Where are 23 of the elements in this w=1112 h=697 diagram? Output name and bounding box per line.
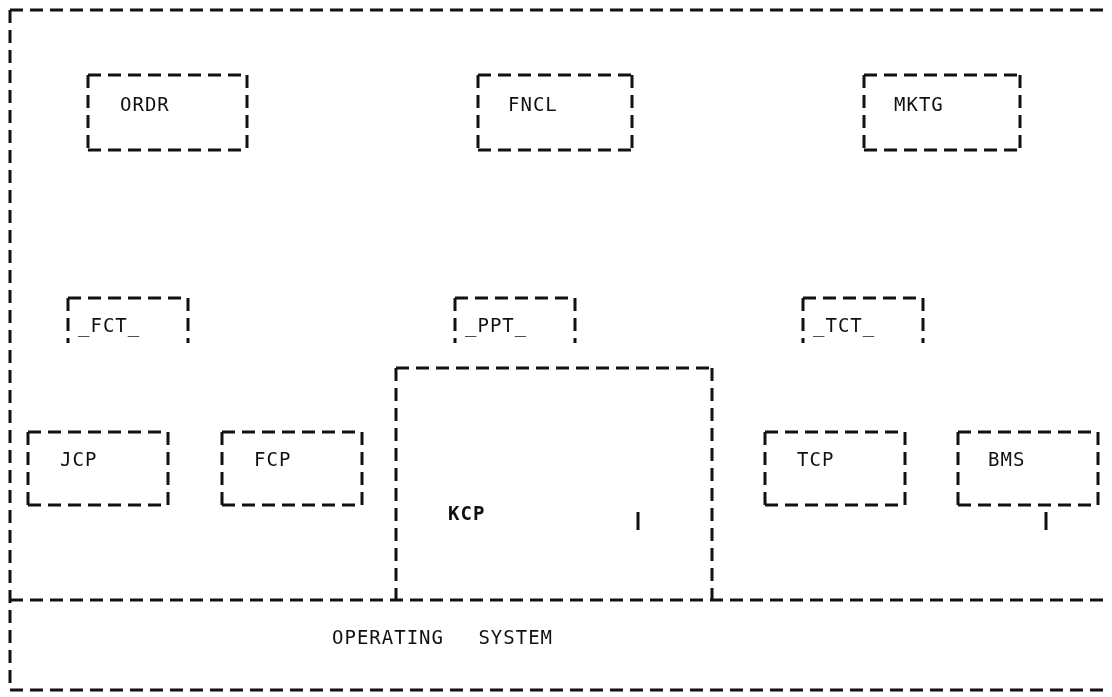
dashed-box bbox=[803, 298, 923, 343]
dashed-box bbox=[864, 75, 1020, 150]
box-label: FCP bbox=[254, 448, 292, 470]
dashed-box bbox=[28, 432, 168, 505]
dashed-box bbox=[765, 432, 905, 505]
box-label: ORDR bbox=[120, 93, 170, 115]
dashed-box bbox=[958, 432, 1098, 505]
dashed-box bbox=[68, 298, 188, 343]
box-label: FNCL bbox=[508, 93, 558, 115]
box-label: MKTG bbox=[894, 93, 944, 115]
dashed-box bbox=[455, 298, 575, 343]
dashed-box bbox=[88, 75, 247, 150]
dashed-box bbox=[478, 75, 632, 150]
box-label: BMS bbox=[988, 448, 1026, 470]
box-label: _TCT_ bbox=[813, 314, 876, 336]
box-label: TCP bbox=[797, 448, 835, 470]
dashed-box bbox=[222, 432, 362, 505]
box-label: JCP bbox=[60, 448, 98, 470]
dashed-box bbox=[396, 368, 712, 600]
box-label: _PPT_ bbox=[465, 314, 528, 336]
box-label: OPERATING SYSTEM bbox=[332, 626, 554, 648]
box-label: _FCT_ bbox=[78, 314, 141, 336]
box-label: KCP bbox=[448, 502, 486, 524]
